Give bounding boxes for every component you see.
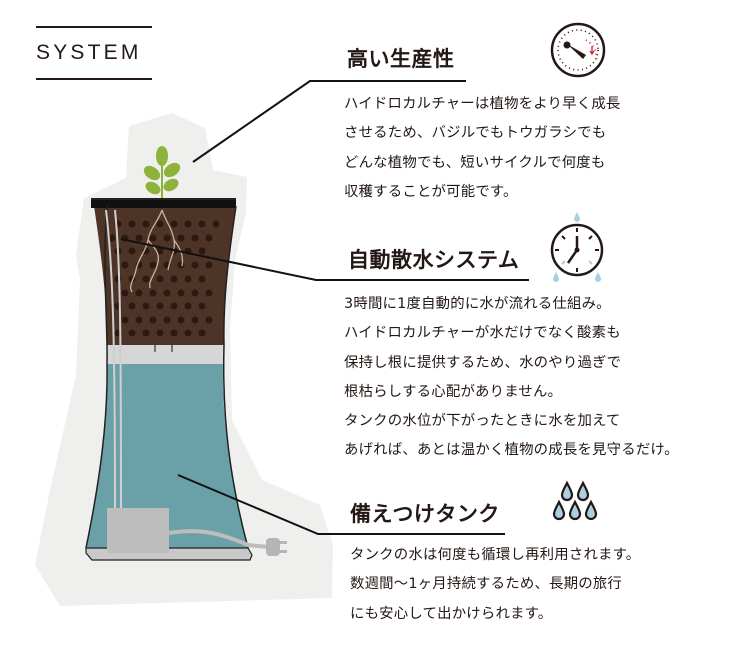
heading-tank: 備えつけタンク <box>350 502 500 526</box>
text-line: 収穫することが可能です。 <box>344 183 518 200</box>
text-line: させるため、バジルでもトウガラシでも <box>344 125 607 142</box>
title-bottom-rule <box>36 78 152 80</box>
text-line: タンクの水位が下がったときに水を加えて <box>344 413 621 430</box>
water-tank <box>86 364 248 548</box>
text-line: 数週間〜1ヶ月持続するため、長期の旅行 <box>350 576 622 593</box>
text-line: 保持し根に提供するため、水のやり過ぎで <box>344 354 622 371</box>
leader-lines <box>120 80 529 535</box>
body-productivity: ハイドロカルチャーは植物をより早く成長 させるため、バジルでもトウガラシでも ど… <box>344 90 621 207</box>
body-auto-watering: 3時間に1度自動的に水が流れる仕組み。 ハイドロカルチャーが水だけでなく酸素も … <box>344 290 679 466</box>
text-line: にも安心して出かけられます。 <box>350 605 553 622</box>
pot-rim <box>91 199 236 208</box>
text-line: どんな植物でも、短いサイクルで何度も <box>344 154 606 171</box>
leader-line-watering <box>120 238 529 281</box>
tray <box>107 345 224 364</box>
page-title: SYSTEM <box>36 41 142 64</box>
power-cable <box>168 529 269 549</box>
speedometer-icon <box>550 22 606 78</box>
water-pipes <box>105 209 122 511</box>
text-line: 根枯らしする心配がありません。 <box>344 383 563 400</box>
sprout-icon <box>143 146 181 198</box>
plug-icon <box>266 538 287 556</box>
text-line: ハイドロカルチャーが水だけでなく酸素も <box>344 325 621 342</box>
clock-water-icon <box>550 212 604 282</box>
water-drops-icon <box>552 480 598 521</box>
title-top-rule <box>36 26 152 28</box>
leader-line-productivity <box>192 80 466 163</box>
text-line: 3時間に1度自動的に水が流れる仕組み。 <box>344 296 611 312</box>
text-line: あげれば、あとは温かく植物の成長を見守るだけ。 <box>344 442 679 459</box>
body-tank: タンクの水は何度も循環し再利用されます。 数週間〜1ヶ月持続するため、長期の旅行… <box>350 541 640 629</box>
section-title-block: SYSTEM <box>36 26 152 80</box>
heading-auto-watering: 自動散水システム <box>348 248 520 272</box>
text-line: ハイドロカルチャーは植物をより早く成長 <box>344 96 621 112</box>
leader-line-tank <box>177 474 505 535</box>
heading-productivity: 高い生産性 <box>347 47 455 71</box>
text-line: タンクの水は何度も循環し再利用されます。 <box>350 547 641 563</box>
pump-box <box>107 508 169 553</box>
